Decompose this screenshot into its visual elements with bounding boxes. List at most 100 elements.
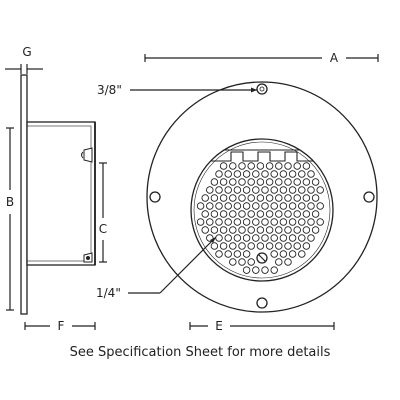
perforation-hole xyxy=(316,202,324,210)
perforation-hole xyxy=(219,162,228,170)
perforation-hole xyxy=(219,226,228,234)
hole-size-label-1-4: 1/4" xyxy=(96,286,121,300)
perforation-hole xyxy=(233,170,242,178)
perforation-hole xyxy=(261,170,269,178)
perforation-hole xyxy=(238,242,246,250)
perforation-hole xyxy=(261,202,269,210)
dimension-label-e: E xyxy=(215,319,223,333)
perforation-hole xyxy=(270,186,278,194)
perforation-hole xyxy=(316,186,324,194)
mounting-hole-right xyxy=(363,191,375,203)
perforation-hole xyxy=(256,178,265,186)
perforation-hole xyxy=(275,226,283,234)
spec-sheet-note: See Specification Sheet for more details xyxy=(69,345,331,360)
perforation-hole xyxy=(311,194,320,202)
perforation-hole xyxy=(284,210,292,218)
perforation-hole xyxy=(210,242,219,250)
perforation-hole xyxy=(284,226,292,234)
perforation-hole xyxy=(201,210,209,218)
perforation-hole xyxy=(288,250,297,258)
perforation-hole xyxy=(201,194,209,202)
perforation-hole xyxy=(279,202,288,210)
perforation-hole xyxy=(238,210,246,218)
perforation-hole xyxy=(224,234,232,242)
perforation-hole xyxy=(229,194,237,202)
perforation-hole xyxy=(256,242,265,250)
side-view xyxy=(20,74,96,315)
perforation-hole xyxy=(238,162,246,170)
perforation-hole xyxy=(242,202,251,210)
perforation-hole xyxy=(252,202,260,210)
perforation-hole xyxy=(252,234,260,242)
perforation-hole xyxy=(256,210,265,218)
perforation-hole xyxy=(288,202,297,210)
perforation-hole xyxy=(252,170,260,178)
perforation-hole xyxy=(238,226,246,234)
perforation-hole xyxy=(238,258,246,266)
dimension-label-a: A xyxy=(330,51,339,65)
perforation-hole xyxy=(210,194,219,202)
perforation-hole xyxy=(288,186,297,194)
perforation-hole xyxy=(229,242,237,250)
perforation-hole xyxy=(229,258,237,266)
perforation-hole xyxy=(242,170,251,178)
perforation-hole xyxy=(288,218,297,226)
perforation-hole xyxy=(275,210,283,218)
perforation-hole xyxy=(252,218,260,226)
perforation-hole xyxy=(311,210,320,218)
perforation-hole xyxy=(196,202,205,210)
perforation-hole xyxy=(242,250,251,258)
mounting-hole-bottom xyxy=(256,297,268,309)
perforation-hole xyxy=(219,242,228,250)
perforation-hole xyxy=(293,178,301,186)
perforation-hole xyxy=(224,202,232,210)
perforation-hole xyxy=(265,210,274,218)
perforation-hole xyxy=(265,226,274,234)
perforation-hole xyxy=(265,242,274,250)
perforation-hole xyxy=(215,170,223,178)
perforation-hole xyxy=(275,194,283,202)
perforation-hole xyxy=(311,226,320,234)
perforation-hole xyxy=(298,234,306,242)
perforation-hole xyxy=(293,162,301,170)
side-body xyxy=(26,121,96,266)
perforation-hole xyxy=(238,178,246,186)
leader-arrows xyxy=(210,87,257,243)
perforation-hole xyxy=(284,162,292,170)
perforation-hole xyxy=(302,194,311,202)
perforation-hole xyxy=(302,242,311,250)
perforation-hole xyxy=(265,162,274,170)
perforation-hole xyxy=(247,226,255,234)
perforation-hole xyxy=(247,162,255,170)
perforation-hole xyxy=(242,218,251,226)
perforation-hole xyxy=(247,242,255,250)
perforation-hole xyxy=(270,250,278,258)
perforation-hole xyxy=(302,178,311,186)
perforation-hole xyxy=(256,162,265,170)
perforation-hole xyxy=(298,202,306,210)
perforation-hole xyxy=(270,202,278,210)
side-flange xyxy=(20,74,28,315)
perforation-hole xyxy=(298,186,306,194)
hole-size-label-3-8: 3/8" xyxy=(97,83,122,97)
perforation-hole xyxy=(215,218,223,226)
perforation-hole xyxy=(210,210,219,218)
perforation-hole xyxy=(307,170,315,178)
dimension-label-g: G xyxy=(22,45,31,59)
perforation-hole xyxy=(316,218,324,226)
perforation-hole xyxy=(293,226,301,234)
perforation-hole xyxy=(261,234,269,242)
perforation-hole xyxy=(256,226,265,234)
perforation-hole xyxy=(275,258,283,266)
perforation-hole xyxy=(261,218,269,226)
perforation-hole xyxy=(284,194,292,202)
perforation-hole xyxy=(233,186,242,194)
perforation-hole xyxy=(307,218,315,226)
perforation-hole xyxy=(196,218,205,226)
perforation-hole xyxy=(210,226,219,234)
perforation-hole xyxy=(288,234,297,242)
perforation-hole xyxy=(215,202,223,210)
perforation-hole xyxy=(247,258,255,266)
perforation-hole xyxy=(247,210,255,218)
perforation-hole xyxy=(219,210,228,218)
